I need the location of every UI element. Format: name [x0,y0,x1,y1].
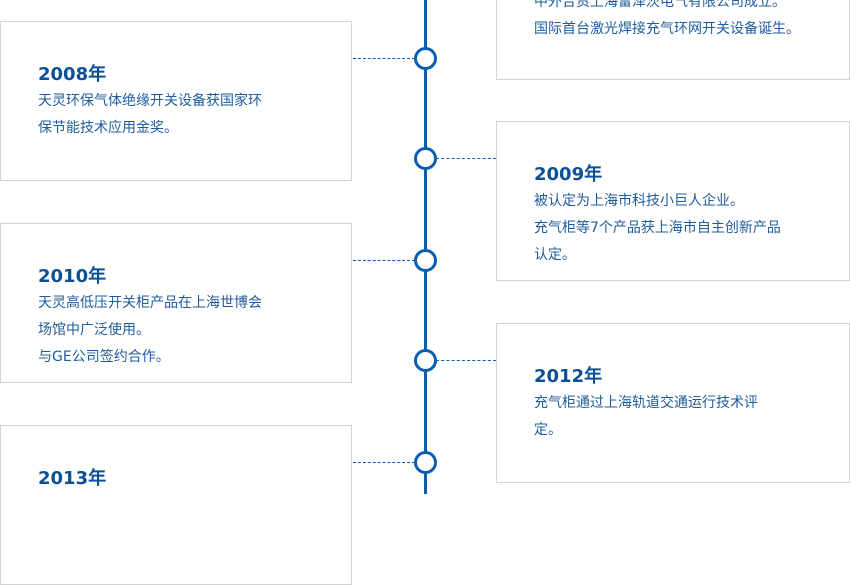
timeline-axis [424,0,427,494]
event-text: 充气柜通过上海轨道交通运行技术评 定。 [534,395,758,438]
event-year: 2012年 [534,366,603,387]
event-year: 2009年 [534,164,603,185]
timeline-card-2012: 2012年 充气柜通过上海轨道交通运行技术评 定。 [496,323,850,483]
timeline-card-2009: 2009年 被认定为上海市科技小巨人企业。 充气柜等7个产品获上海市自主创新产品… [496,121,850,281]
timeline-node [414,147,437,170]
timeline-card-2010: 2010年 天灵高低压开关柜产品在上海世博会 场馆中广泛使用。 与GE公司签约合… [0,223,352,383]
connector [353,260,415,261]
event-text: 天灵高低压开关柜产品在上海世博会 场馆中广泛使用。 与GE公司签约合作。 [38,295,262,365]
timeline-node [414,451,437,474]
timeline-card-2008: 2008年 天灵环保气体绝缘开关设备获国家环 保节能技术应用金奖。 [0,21,352,181]
timeline-node [414,249,437,272]
connector [353,58,415,59]
event-text: 被认定为上海市科技小巨人企业。 充气柜等7个产品获上海市自主创新产品 认定。 [534,193,781,263]
event-text: 中外合资上海雷泽茨电气有限公司成立。 国际首台激光焊接充气环网开关设备诞生。 [534,0,800,37]
timeline-node [414,349,437,372]
event-year: 2008年 [38,64,107,85]
timeline-card-2007: 中外合资上海雷泽茨电气有限公司成立。 国际首台激光焊接充气环网开关设备诞生。 [496,0,850,80]
event-year: 2010年 [38,266,107,287]
connector [436,158,496,159]
connector [353,462,415,463]
event-text: 天灵环保气体绝缘开关设备获国家环 保节能技术应用金奖。 [38,93,262,136]
timeline-card-2013: 2013年 [0,425,352,585]
timeline-node [414,47,437,70]
connector [436,360,496,361]
event-year: 2013年 [38,468,107,489]
